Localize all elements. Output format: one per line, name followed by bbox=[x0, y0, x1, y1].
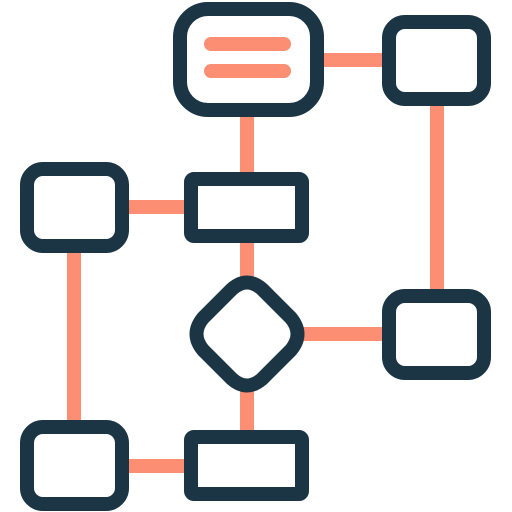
process-node-2 bbox=[184, 430, 309, 501]
left-node bbox=[20, 162, 129, 253]
start-node bbox=[173, 2, 324, 117]
middle-right-node bbox=[382, 289, 491, 380]
top-right-node bbox=[382, 15, 491, 106]
connector-lines bbox=[67, 53, 444, 473]
process-node-1 bbox=[184, 172, 309, 243]
decision-node bbox=[189, 275, 305, 393]
bottom-left-node bbox=[20, 420, 129, 511]
